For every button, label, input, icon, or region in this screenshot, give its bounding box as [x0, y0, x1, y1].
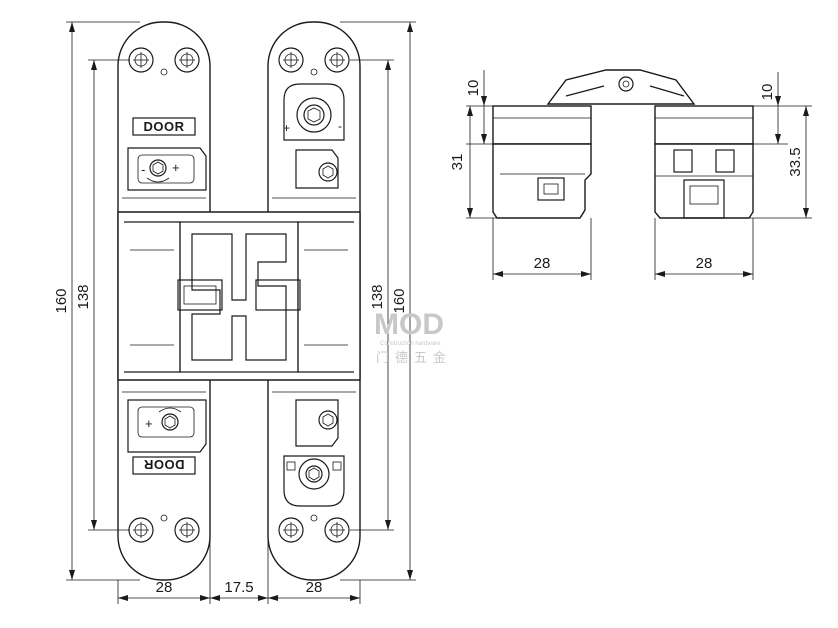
dim-gap: 17.5 — [224, 579, 253, 596]
dim-height-outer-left: 160 — [53, 288, 70, 313]
screw-hole-icon — [324, 517, 350, 543]
screw-hole-icon — [174, 517, 200, 543]
plus-sign: + — [172, 160, 180, 175]
adjust-cam-icon — [298, 458, 330, 490]
side-view: 10 31 10 33.5 28 28 — [449, 69, 812, 280]
dim-right-height: 33.5 — [787, 147, 804, 176]
watermark-chinese: 门德五金 — [376, 350, 452, 366]
plus-sign: + — [283, 121, 290, 135]
adjust-screw-icon — [149, 159, 167, 177]
plus-sign: + — [145, 416, 153, 431]
dim-left-height: 31 — [449, 154, 466, 171]
adjust-screw-icon — [318, 410, 338, 430]
screw-hole-icon — [324, 47, 350, 73]
screw-hole-icon — [278, 47, 304, 73]
front-view-dimensions: 160 138 138 160 28 17.5 — [53, 21, 416, 604]
dim-top-right: 10 — [759, 84, 776, 101]
hinge-arm-mechanism — [117, 211, 361, 381]
dim-height-inner-left: 138 — [75, 284, 92, 309]
dim-width-right-leaf: 28 — [306, 579, 323, 596]
minus-sign: - — [338, 119, 342, 133]
door-label-bottom: DOOR — [143, 457, 184, 472]
adjust-screw-icon — [318, 162, 338, 182]
adjust-cam-icon — [296, 97, 332, 133]
adjust-screw-icon — [161, 413, 179, 431]
watermark-brand: MOD — [374, 308, 444, 341]
screw-hole-icon — [278, 517, 304, 543]
dim-height-inner-right: 138 — [369, 284, 386, 309]
watermark-logo: MOD Construction hardware 门德五金 — [374, 308, 452, 366]
dim-side-width-left: 28 — [534, 255, 551, 272]
door-label-top: DOOR — [144, 119, 185, 134]
dim-side-width-right: 28 — [696, 255, 713, 272]
dim-top-left: 10 — [465, 80, 482, 97]
dim-width-left-leaf: 28 — [156, 579, 173, 596]
watermark-tagline: Construction hardware — [380, 341, 441, 347]
dim-height-outer-right: 160 — [391, 288, 408, 313]
screw-hole-icon — [174, 47, 200, 73]
minus-sign: - — [141, 162, 145, 177]
